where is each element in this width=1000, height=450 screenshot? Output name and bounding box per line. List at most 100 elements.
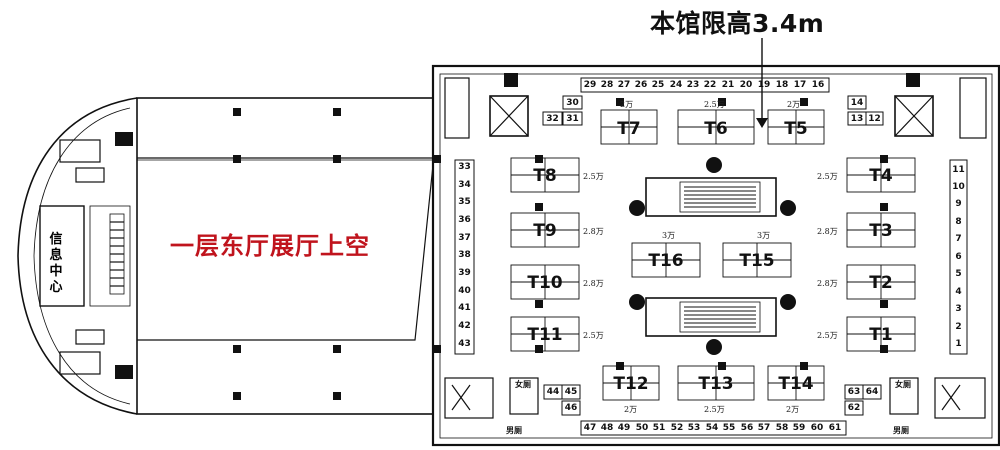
connector-block xyxy=(136,97,434,415)
booth-label: 3 xyxy=(955,304,962,314)
stand-t13: T13 xyxy=(698,374,734,394)
stand-t1: T1 xyxy=(869,325,893,345)
capacity-t7: 2万 xyxy=(620,100,634,109)
booth-label: 7 xyxy=(955,234,962,244)
booth-label: 42 xyxy=(458,321,471,331)
booth-label: 53 xyxy=(687,423,701,433)
booth-label: 5 xyxy=(955,269,962,279)
booth-label: 49 xyxy=(617,423,631,433)
booth-label: 38 xyxy=(458,250,471,260)
booth-label: 62 xyxy=(847,403,861,413)
booth-label: 16 xyxy=(811,80,825,90)
stand-t12: T12 xyxy=(613,374,649,394)
capacity-t6: 2.5万 xyxy=(704,100,725,109)
booth-label: 12 xyxy=(868,114,881,124)
booth-label: 17 xyxy=(793,80,807,90)
booth-label: 30 xyxy=(566,98,579,108)
west-rotunda xyxy=(17,97,138,415)
booth-label: 6 xyxy=(955,252,962,262)
booth-label: 11 xyxy=(952,165,965,175)
female-toilet-label: 女厕 xyxy=(895,380,911,389)
capacity-t3: 2.8万 xyxy=(817,227,838,236)
booth-label: 34 xyxy=(458,180,471,190)
booth-label: 24 xyxy=(669,80,683,90)
stand-t5: T5 xyxy=(784,119,808,139)
booth-label: 47 xyxy=(583,423,597,433)
booth-strip-bottom xyxy=(580,420,847,436)
elevator-nw xyxy=(489,95,529,137)
booth-label: 61 xyxy=(828,423,842,433)
booth-label: 40 xyxy=(458,286,471,296)
capacity-t11: 2.5万 xyxy=(583,331,604,340)
booth-label: 44 xyxy=(546,387,560,397)
booth-strip-left xyxy=(454,159,475,355)
booth-label: 26 xyxy=(634,80,648,90)
booth-label: 1 xyxy=(955,339,962,349)
capacity-t14: 2万 xyxy=(786,405,800,414)
stand-t8: T8 xyxy=(533,166,557,186)
stand-t16: T16 xyxy=(648,251,684,271)
booth-label: 57 xyxy=(757,423,771,433)
escalator-north xyxy=(645,177,777,217)
stand-t6: T6 xyxy=(704,119,728,139)
escalator-south xyxy=(645,297,777,337)
booth-label: 41 xyxy=(458,303,471,313)
booth-label: 58 xyxy=(775,423,789,433)
elevator-ne xyxy=(894,95,934,137)
booth-label: 13 xyxy=(850,114,864,124)
booth-label: 46 xyxy=(564,403,578,413)
booth-label: 14 xyxy=(850,98,864,108)
booth-label: 64 xyxy=(865,387,879,397)
booth-label: 18 xyxy=(775,80,789,90)
capacity-t5: 2万 xyxy=(787,100,801,109)
booth-label: 28 xyxy=(600,80,614,90)
capacity-t13: 2.5万 xyxy=(704,405,725,414)
capacity-t10: 2.8万 xyxy=(583,279,604,288)
booth-label: 36 xyxy=(458,215,471,225)
stand-t7: T7 xyxy=(617,119,641,139)
booth-label: 10 xyxy=(952,182,965,192)
stand-t4: T4 xyxy=(869,166,893,186)
booth-label: 37 xyxy=(458,233,471,243)
stand-t10: T10 xyxy=(527,273,563,293)
stair-sw xyxy=(444,377,494,419)
booth-label: 25 xyxy=(651,80,665,90)
booth-strip-right xyxy=(949,159,968,355)
booth-label: 56 xyxy=(740,423,754,433)
booth-strip-top xyxy=(580,77,830,93)
hall-void-label: 一层东厅展厅上空 xyxy=(170,232,370,260)
female-toilet-label: 女厕 xyxy=(515,380,531,389)
info-center-room xyxy=(39,205,85,307)
booth-label: 22 xyxy=(703,80,717,90)
info-center-label: 信 息 中 心 xyxy=(49,232,63,295)
stair-se xyxy=(934,377,986,419)
booth-label: 55 xyxy=(722,423,736,433)
pillar-se xyxy=(706,339,722,355)
booth-label: 51 xyxy=(652,423,666,433)
booth-label: 43 xyxy=(458,339,471,349)
capacity-t9: 2.8万 xyxy=(583,227,604,236)
booth-label: 48 xyxy=(600,423,614,433)
booth-label: 45 xyxy=(564,387,578,397)
ceiling-height-label: 本馆限高3.4m xyxy=(650,9,825,38)
capacity-t2: 2.8万 xyxy=(817,279,838,288)
capacity-t15: 3万 xyxy=(757,231,771,240)
booth-label: 23 xyxy=(686,80,700,90)
booth-label: 52 xyxy=(670,423,684,433)
booth-label: 8 xyxy=(955,217,962,227)
booth-label: 50 xyxy=(635,423,649,433)
booth-label: 2 xyxy=(955,322,962,332)
stand-t14: T14 xyxy=(778,374,814,394)
hall-inner-wall xyxy=(439,73,993,439)
booth-label: 29 xyxy=(583,80,597,90)
booth-label: 21 xyxy=(721,80,735,90)
booth-label: 9 xyxy=(955,199,962,209)
booth-label: 60 xyxy=(810,423,824,433)
capacity-t1: 2.5万 xyxy=(817,331,838,340)
booth-label: 59 xyxy=(792,423,806,433)
male-toilet-label: 男厕 xyxy=(893,426,909,435)
stand-t3: T3 xyxy=(869,221,893,241)
capacity-t16: 3万 xyxy=(662,231,676,240)
booth-label: 33 xyxy=(458,162,471,172)
